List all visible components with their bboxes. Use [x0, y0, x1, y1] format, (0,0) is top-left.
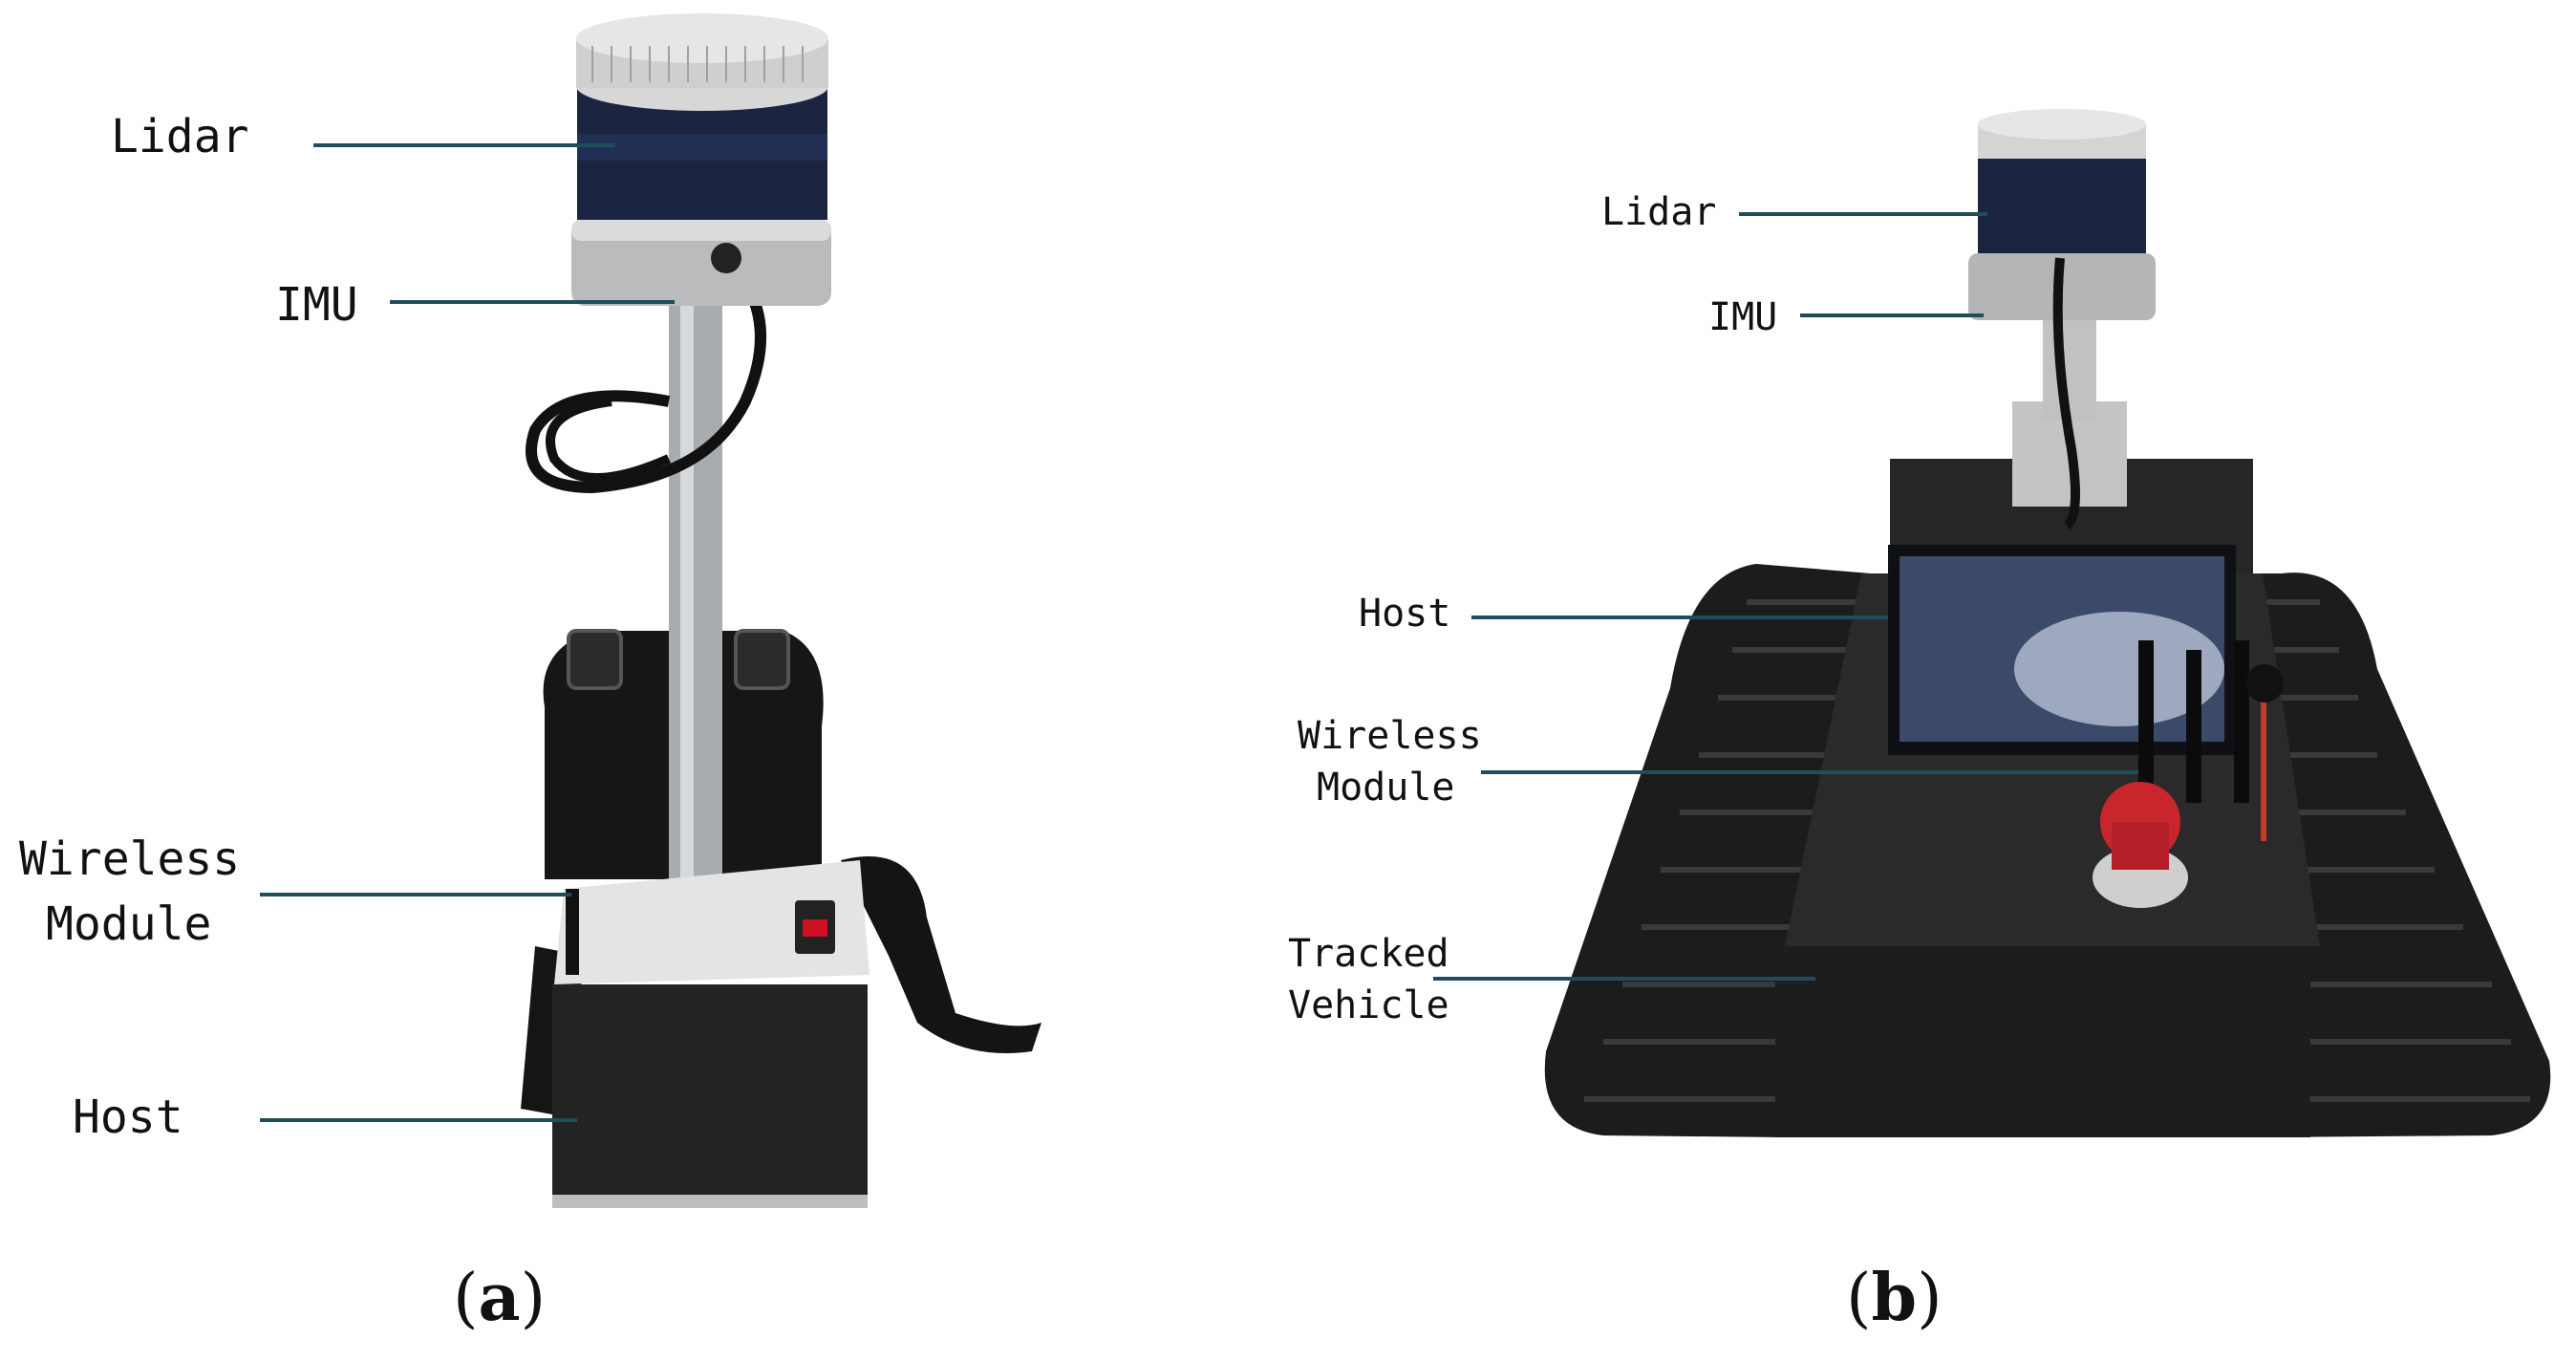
antenna-2 [2186, 650, 2201, 803]
label-host: Host [1359, 592, 1451, 636]
label-lidar: Lidar [111, 110, 249, 163]
label-imu: IMU [1708, 295, 1778, 339]
label-wireless-line1: Wireless [1298, 714, 1482, 758]
leader-lidar [313, 143, 615, 147]
leader-imu [390, 300, 675, 304]
wireless-antenna [566, 889, 579, 975]
panel-a: Lidar IMU Wireless Module Host (a) [19, 13, 1041, 1336]
mast-pole [2043, 315, 2096, 421]
panel-b: Lidar IMU Host Wireless Module Tracked V… [1288, 0, 2576, 1361]
lidar-lens [1978, 153, 2146, 253]
host-box-top [554, 860, 869, 984]
antenna-3 [2234, 640, 2249, 803]
imu-cable [526, 253, 766, 494]
label-wireless-line2: Module [46, 897, 212, 951]
leader-host [1471, 616, 1888, 619]
leader-imu [1800, 313, 1984, 317]
label-host: Host [73, 1091, 183, 1144]
label-lidar: Lidar [1601, 190, 1717, 234]
antenna-1 [2138, 640, 2154, 803]
mast-pole [669, 287, 722, 918]
caption-b: (b) [1846, 1260, 1943, 1336]
leader-wireless [1481, 770, 2138, 774]
label-wireless-line2: Module [1317, 766, 1455, 810]
leader-lidar [1739, 212, 1987, 216]
leader-tracked [1433, 977, 1815, 981]
imu-housing [571, 220, 831, 306]
host-box [552, 984, 868, 1204]
label-imu: IMU [275, 278, 358, 332]
tracked-vehicle-photo [1544, 109, 2551, 1137]
backpack-lidar-photo [521, 13, 1041, 1208]
leader-wireless [260, 893, 571, 897]
leader-host [260, 1118, 577, 1122]
label-wireless-line1: Wireless [19, 832, 241, 886]
chassis-front [1775, 946, 2310, 1137]
label-tracked-line2: Vehicle [1288, 983, 1449, 1027]
label-tracked-line1: Tracked [1288, 932, 1449, 976]
caption-a: (a) [453, 1260, 547, 1336]
